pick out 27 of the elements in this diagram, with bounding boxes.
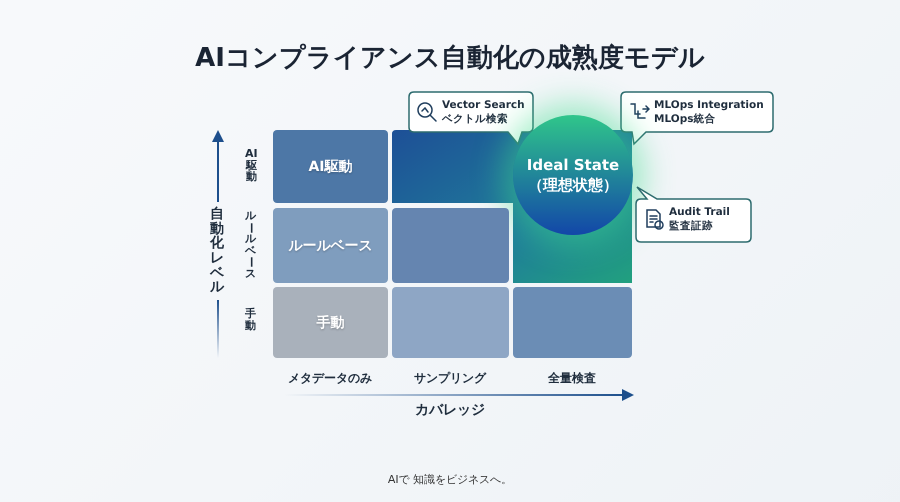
- matrix-cell: [273, 208, 388, 283]
- axis-title: カバレッジ: [415, 401, 485, 419]
- callout-text: Vector Search ベクトル検索: [442, 98, 525, 126]
- circle-label: Ideal State: [526, 155, 620, 175]
- column-label: 全量検査: [548, 370, 596, 387]
- column-label: サンプリング: [414, 370, 486, 387]
- cell-label: ルールベース: [288, 236, 372, 254]
- matrix-cell: [273, 130, 388, 203]
- row-label: ルールベース: [245, 210, 256, 280]
- tagline: AIで 知識をビジネスへ。: [388, 472, 512, 487]
- circle-label: （理想状態）: [528, 175, 618, 195]
- cell-label: 手動: [316, 314, 344, 332]
- title: AIコンプライアンス自動化の成熟度モデル: [194, 42, 706, 75]
- cell-label: AI駆動: [308, 158, 353, 176]
- axis-title: 自動化レベル: [210, 207, 224, 296]
- callout-bubble: [408, 91, 534, 145]
- column-label: メタデータのみ: [288, 370, 372, 387]
- matrix-cell: [392, 208, 509, 283]
- row-label: 手動: [245, 308, 256, 332]
- matrix-cell: [273, 287, 388, 358]
- matrix-cell: [392, 287, 509, 358]
- matrix-cell: [513, 287, 632, 358]
- callout-text: Audit Trail 監査証跡: [669, 205, 730, 233]
- callout-bubble: [620, 91, 774, 145]
- callout-bubble: [635, 186, 752, 243]
- callout-text: MLOps Integration MLOps統合: [654, 98, 764, 126]
- row-label: AI駆動: [245, 148, 258, 183]
